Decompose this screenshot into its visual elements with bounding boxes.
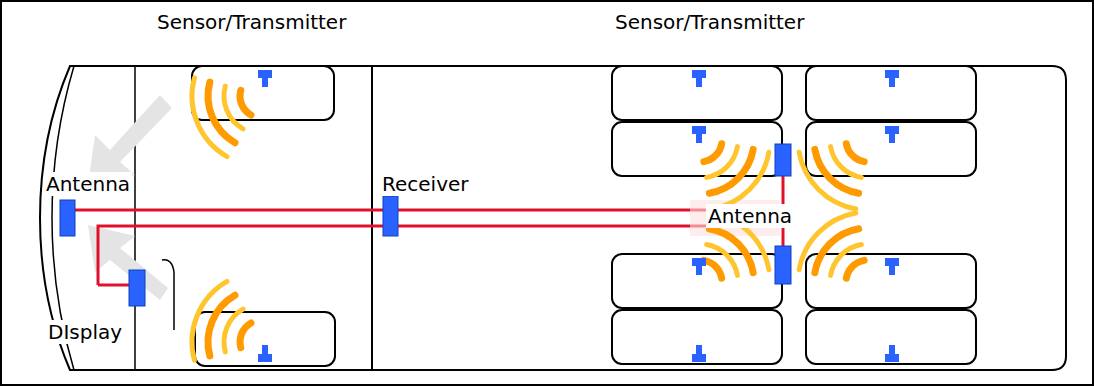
cab-divider: [371, 66, 373, 370]
signal-wave: [704, 260, 722, 278]
signal-wave: [799, 152, 856, 209]
sensor: [258, 70, 272, 87]
signal-wave: [712, 152, 769, 209]
signal-wave: [224, 86, 243, 129]
sensor: [885, 258, 899, 275]
display: [129, 270, 145, 306]
sensor: [885, 126, 899, 143]
receiver: [383, 196, 398, 236]
signal-wave: [815, 229, 859, 273]
tires: [192, 66, 976, 366]
part-label: DIsplay: [46, 320, 124, 344]
wire: [98, 284, 130, 287]
tire: [612, 66, 782, 120]
sensor: [692, 258, 706, 275]
signal-wave: [208, 82, 235, 143]
signal-wave: [815, 149, 859, 193]
signal-waves: [192, 78, 864, 360]
direction-arrow: [88, 225, 168, 300]
part-label: Antenna: [44, 172, 132, 196]
sensor: [692, 126, 706, 143]
sensor: [692, 345, 706, 362]
signal-wave: [709, 229, 753, 273]
vehicle-body: [40, 66, 1066, 370]
signal-wave: [192, 281, 227, 360]
signal-wave: [240, 90, 251, 115]
sensor: [885, 345, 899, 362]
antenna: [60, 200, 75, 236]
signal-wave: [192, 78, 227, 157]
signal-wave: [224, 309, 243, 352]
tire: [806, 310, 976, 364]
sensors: [258, 70, 899, 362]
sensor: [258, 345, 272, 362]
sensor-label: Sensor/Transmitter: [155, 10, 348, 34]
signal-wave: [208, 295, 235, 356]
steering-column: [162, 260, 174, 330]
sensor: [692, 70, 706, 87]
signal-wave: [799, 213, 856, 270]
signal-wave: [707, 147, 738, 178]
tire: [612, 310, 782, 364]
signal-wave: [846, 260, 864, 278]
sensor: [885, 70, 899, 87]
signal-wave: [831, 147, 862, 178]
tire: [806, 254, 976, 308]
signal-wave: [846, 144, 864, 162]
tire: [806, 66, 976, 120]
wire: [74, 209, 776, 212]
antenna: [775, 144, 791, 176]
tire: [612, 254, 782, 308]
cab-line: [134, 66, 136, 370]
part-label: Receiver: [380, 172, 471, 196]
part-label: Antenna: [706, 204, 794, 228]
units: [60, 144, 791, 306]
signal-wave: [831, 245, 862, 276]
signal-wave: [707, 245, 738, 276]
wire: [98, 226, 776, 285]
signal-wave: [709, 149, 753, 193]
sensor-label: Sensor/Transmitter: [613, 10, 806, 34]
signal-wave: [704, 144, 722, 162]
signal-wave: [240, 323, 251, 348]
antenna: [775, 246, 791, 284]
